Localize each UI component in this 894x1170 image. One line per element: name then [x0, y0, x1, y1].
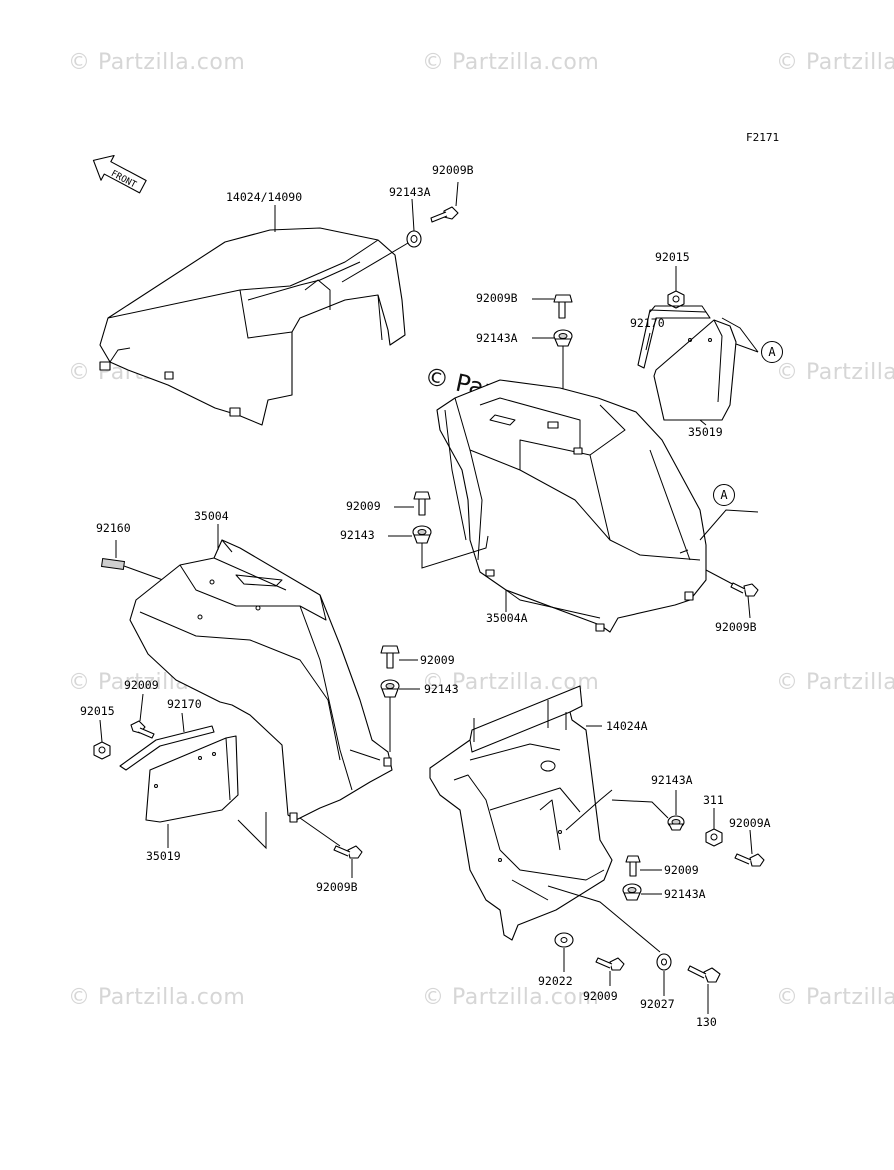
- label-130: 130: [696, 1015, 717, 1029]
- washer-icon: [554, 932, 574, 948]
- bolt-icon: [413, 491, 431, 516]
- part-35004A-fender: [436, 379, 707, 633]
- label-35019: 35019: [688, 425, 723, 439]
- nut-icon: [705, 828, 723, 847]
- watermark: © Partzilla.com: [776, 360, 894, 385]
- mudflap-35019-right: [653, 319, 737, 421]
- watermark: © Partzilla.com: [776, 985, 894, 1010]
- label-35004a: 35004A: [486, 611, 528, 625]
- part-35004-fender: [129, 539, 393, 823]
- watermark: © Partzilla.com: [776, 50, 894, 75]
- bolt-icon: [595, 957, 625, 971]
- label-92143a: 92143A: [476, 331, 518, 345]
- label-92143: 92143: [424, 682, 459, 696]
- label-92160: 92160: [96, 521, 131, 535]
- label-92009: 92009: [346, 499, 381, 513]
- washer-icon: [656, 953, 672, 971]
- part-14024-14090-cover: [99, 227, 406, 426]
- part-14024A-cover: [429, 685, 613, 941]
- mudflap-35019-left: [145, 735, 239, 823]
- label-92170: 92170: [630, 316, 665, 330]
- front-arrow-icon: FRONT: [92, 154, 147, 194]
- label-92009b: 92009B: [432, 163, 474, 177]
- flange-bolt-icon: [687, 965, 721, 983]
- label-92143a: 92143A: [664, 887, 706, 901]
- label-sticker-92160: [100, 557, 126, 571]
- grommet-icon: [406, 230, 422, 248]
- grommet-icon: [380, 679, 400, 698]
- watermark: © Partzilla.com: [422, 50, 600, 75]
- bolt-icon: [734, 853, 765, 867]
- figure-reference: F2171: [746, 131, 780, 144]
- label-92143a: 92143A: [389, 185, 431, 199]
- bolt-icon: [430, 206, 459, 223]
- label-92015: 92015: [80, 704, 115, 718]
- bolt-icon: [730, 582, 759, 597]
- bolt-icon: [625, 855, 641, 877]
- grommet-icon: [553, 329, 573, 347]
- label-92009b: 92009B: [715, 620, 757, 634]
- label-92170: 92170: [167, 697, 202, 711]
- label-14024a: 14024A: [606, 719, 648, 733]
- label-92143: 92143: [340, 528, 375, 542]
- label-92009a: 92009A: [729, 816, 771, 830]
- label-92009: 92009: [124, 678, 159, 692]
- bolt-icon: [380, 645, 400, 669]
- watermark: © Partzilla.com: [68, 50, 246, 75]
- label-92009: 92009: [664, 863, 699, 877]
- grommet-icon: [412, 525, 432, 544]
- callout-a: A: [761, 341, 783, 363]
- label-92027: 92027: [640, 997, 675, 1011]
- label-92009: 92009: [583, 989, 618, 1003]
- nut-icon: [93, 741, 111, 760]
- label-92015: 92015: [655, 250, 690, 264]
- watermark: © Partzilla.com: [68, 985, 246, 1010]
- bracket-92170-left: [119, 725, 215, 771]
- nut-icon: [667, 290, 685, 309]
- label-92022: 92022: [538, 974, 573, 988]
- label-92009b: 92009B: [476, 291, 518, 305]
- label-35004: 35004: [194, 509, 229, 523]
- grommet-icon: [622, 883, 642, 901]
- watermark: © Partzilla.com: [776, 670, 894, 695]
- callout-a: A: [713, 484, 735, 506]
- grommet-icon: [667, 815, 685, 831]
- watermark: © Partzilla.com: [422, 985, 600, 1010]
- label-92143a: 92143A: [651, 773, 693, 787]
- label-92009b: 92009B: [316, 880, 358, 894]
- label-14024-14090: 14024/14090: [226, 190, 303, 204]
- bolt-icon: [130, 720, 155, 739]
- label-311: 311: [703, 793, 724, 807]
- bolt-icon: [553, 294, 573, 319]
- bolt-icon: [333, 845, 363, 859]
- label-92009: 92009: [420, 653, 455, 667]
- bracket-92170-right: [637, 305, 711, 369]
- label-35019: 35019: [146, 849, 181, 863]
